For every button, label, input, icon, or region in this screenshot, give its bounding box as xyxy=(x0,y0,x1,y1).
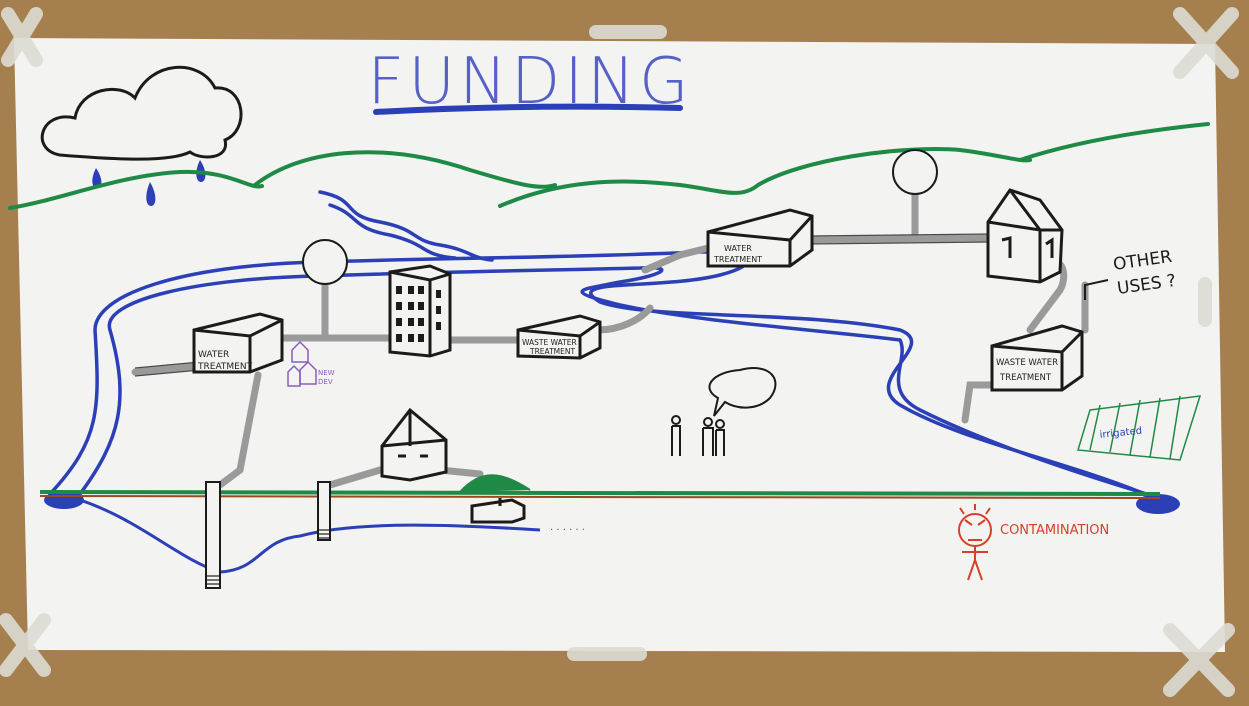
water-tower-left-icon xyxy=(302,239,348,285)
new-dev-line2: DEV xyxy=(318,378,333,386)
wastewater-treatment-right xyxy=(990,324,1084,392)
new-dev-line1: NEW xyxy=(318,369,335,377)
water-treatment-top-line2: TREATMENT xyxy=(713,255,762,264)
ground-line xyxy=(39,490,1161,496)
wastewater-right-line1: WASTE WATER xyxy=(996,358,1058,368)
speech-bubble-icon xyxy=(708,367,777,417)
wastewater-right-line2: TREATMENT xyxy=(999,373,1052,383)
soil-line xyxy=(39,495,1161,499)
house-top-right-icon xyxy=(986,188,1064,284)
water-treatment-left-line2: TREATMENT xyxy=(197,362,253,372)
groundwater-line xyxy=(79,498,541,574)
people-group-icon xyxy=(671,415,725,456)
contamination-label: CONTAMINATION xyxy=(1000,523,1109,538)
hills xyxy=(8,122,1210,210)
well-screens xyxy=(206,529,330,585)
irrigated-field-icon xyxy=(1077,395,1202,461)
wells xyxy=(205,481,331,589)
apartment-building-icon xyxy=(388,264,452,358)
contamination-figure-icon xyxy=(958,504,992,581)
water-treatment-top xyxy=(706,208,814,268)
water-treatment-left-line1: WATER xyxy=(198,350,229,360)
other-uses-pipe xyxy=(1084,279,1109,300)
apartment-windows xyxy=(396,286,441,342)
pipe-outlines xyxy=(134,233,991,377)
water-tower-right-icon xyxy=(892,149,938,195)
water-treatment-top-line1: WATER xyxy=(724,244,752,253)
wastewater-center-line1: WASTE WATER xyxy=(522,338,577,347)
water-treatment-left xyxy=(192,312,284,374)
septic-tank-icon xyxy=(470,498,526,524)
mound xyxy=(459,474,531,493)
wastewater-treatment-center xyxy=(516,314,602,360)
new-dev-houses-icon xyxy=(287,340,317,387)
cloud-icon xyxy=(40,65,243,161)
irrigated-label: irrigated xyxy=(1099,426,1142,441)
tape-strips xyxy=(0,7,1239,697)
house-bottom-icon xyxy=(380,407,448,482)
wastewater-center-line2: TREATMENT xyxy=(529,347,575,356)
septic-dots: . . . . . . xyxy=(550,522,585,533)
rivers xyxy=(48,190,1152,497)
title-underline xyxy=(373,103,683,115)
